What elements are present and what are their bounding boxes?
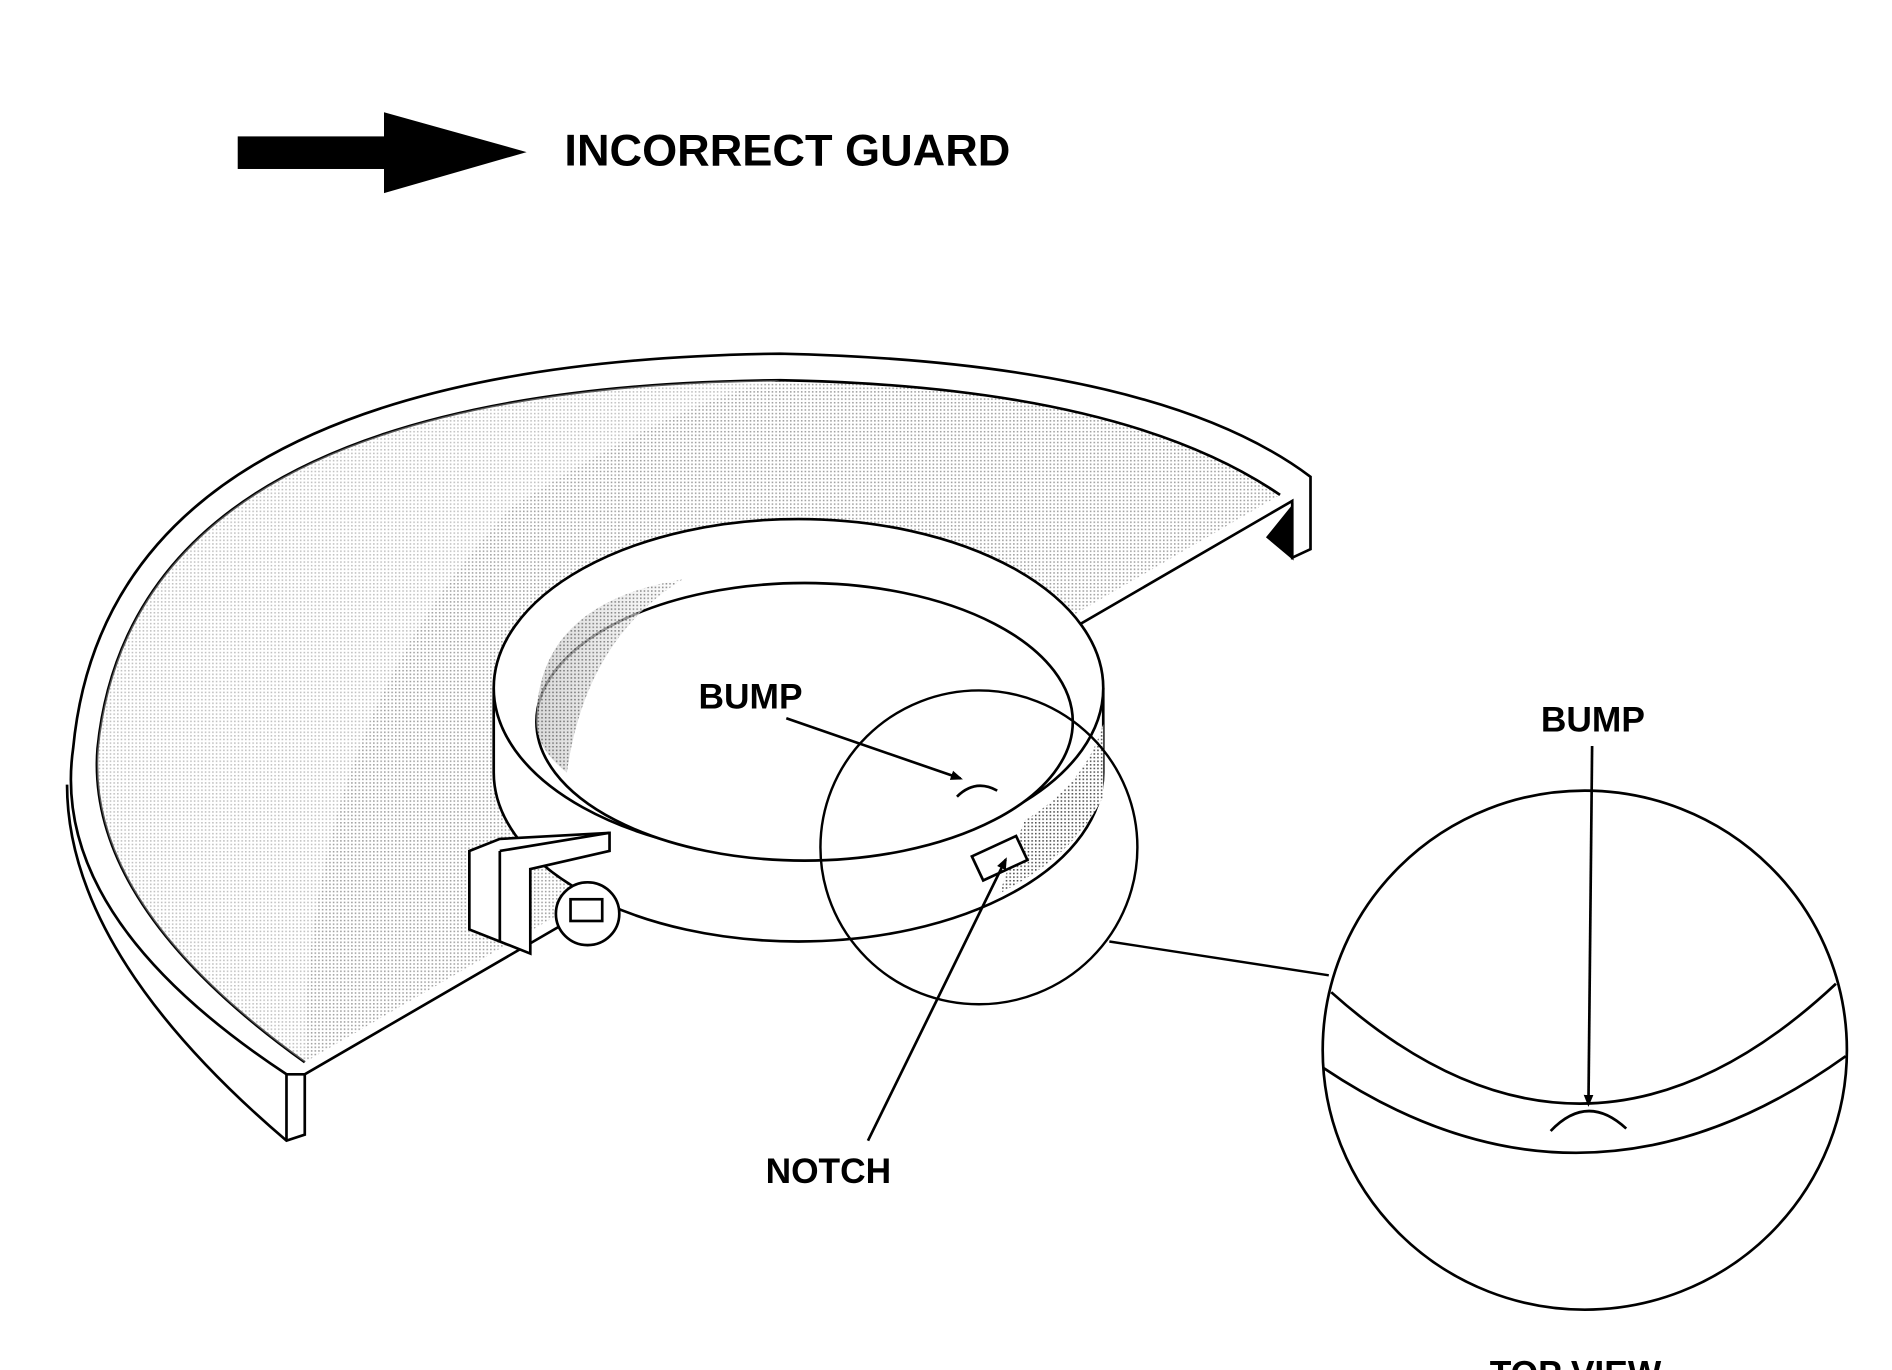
notch-label: NOTCH — [766, 1152, 892, 1191]
leader-arrows — [785, 716, 1594, 1142]
top-view-detail — [1321, 789, 1849, 1311]
clamp — [468, 831, 621, 956]
diagram-title: INCORRECT GUARD — [564, 125, 1010, 176]
detail-callout — [819, 689, 1329, 1006]
top-view-label: TOP VIEW — [1490, 1355, 1662, 1370]
right-arrow-icon — [237, 112, 527, 194]
bump-label: BUMP — [699, 678, 803, 717]
guard-ring — [492, 517, 1105, 943]
bump-detail-label: BUMP — [1541, 701, 1645, 740]
